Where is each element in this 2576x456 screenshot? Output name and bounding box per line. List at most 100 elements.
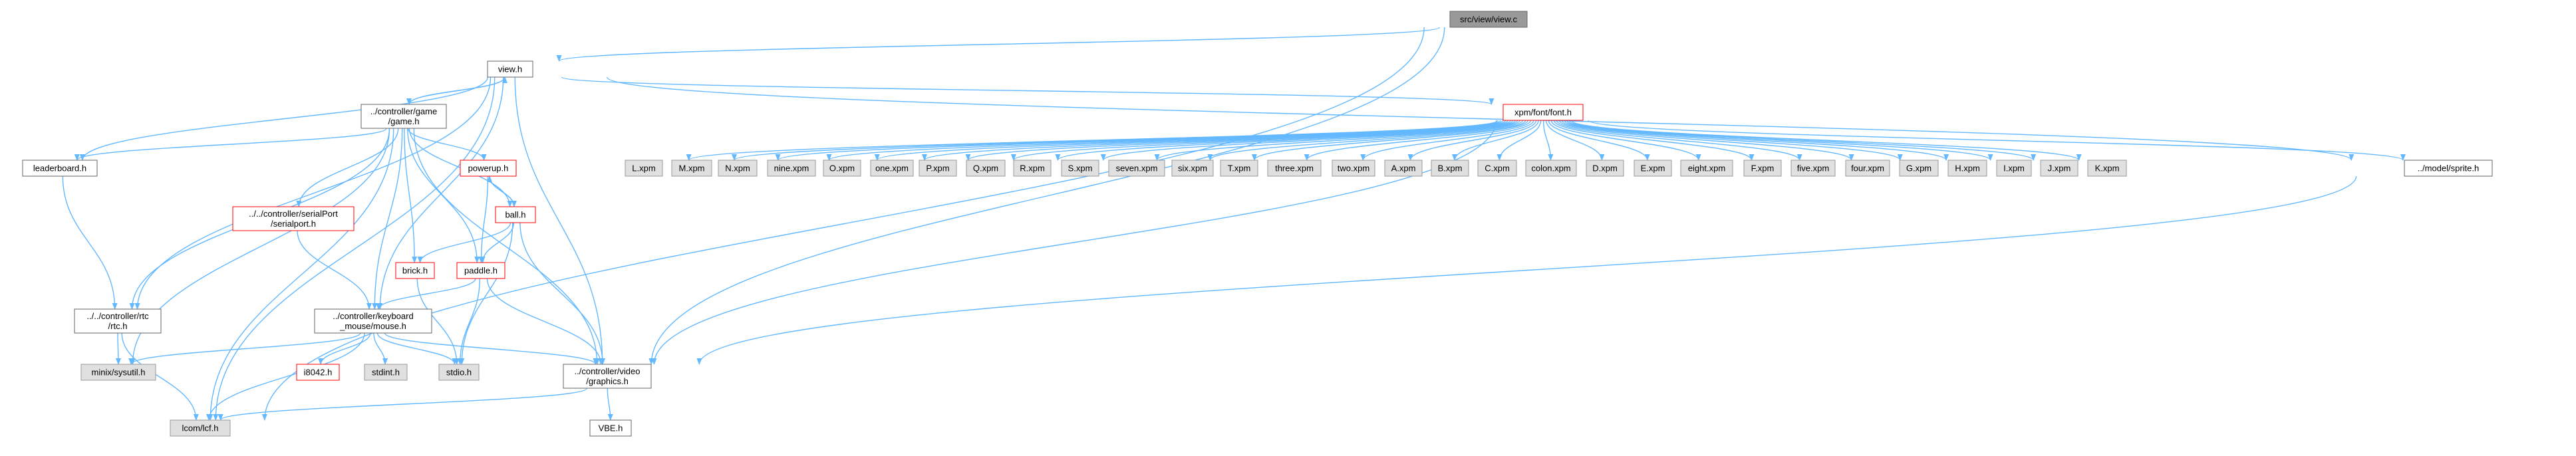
edge-line (121, 332, 199, 421)
node-I-xpm[interactable]: I.xpm (1996, 160, 2032, 177)
node-D-xpm[interactable]: D.xpm (1586, 160, 1624, 177)
node-box (1061, 160, 1099, 177)
node-box (1267, 160, 1322, 177)
node-box (2404, 160, 2493, 177)
edge-font-h-to-five-xpm (1556, 120, 1802, 161)
node-eight-xpm[interactable]: eight.xpm (1680, 160, 1733, 177)
edge-line (775, 120, 1504, 161)
node-graphics-h[interactable]: ../controller/video/graphics.h (563, 364, 652, 389)
node-five-xpm[interactable]: five.xpm (1790, 160, 1836, 177)
node-nine-xpm[interactable]: nine.xpm (767, 160, 816, 177)
edge-line (561, 76, 1494, 105)
node-serialport-h[interactable]: ../../controller/serialPort/serialport.h (232, 206, 355, 231)
node-brick-h[interactable]: brick.h (395, 262, 435, 279)
node-P-xpm[interactable]: P.xpm (919, 160, 957, 177)
node-box (2087, 160, 2127, 177)
edge-line (1588, 120, 2406, 161)
node-Q-xpm[interactable]: Q.xpm (966, 160, 1006, 177)
node-box (2040, 160, 2078, 177)
node-kbdmouse-h[interactable]: ../controller/keyboard_mouse/mouse.h (314, 308, 432, 334)
node-box (1680, 160, 1733, 177)
node-H-xpm[interactable]: H.xpm (1947, 160, 1987, 177)
edge-line (1561, 120, 1903, 161)
edge-game-h-to-brick-h (404, 128, 418, 263)
node-ball-h[interactable]: ball.h (495, 206, 536, 223)
node-G-xpm[interactable]: G.xpm (1899, 160, 1939, 177)
node-view-h[interactable]: view.h (487, 60, 533, 78)
node-powerup-h[interactable]: powerup.h (460, 160, 517, 177)
node-box (360, 104, 447, 129)
node-T-xpm[interactable]: T.xpm (1220, 160, 1258, 177)
edge-line (377, 76, 504, 310)
node-box (563, 364, 652, 389)
edge-font-h-to-D-xpm (1545, 120, 1605, 161)
edge-font-h-to-R-xpm (1055, 120, 1518, 161)
node-stdio-h[interactable]: stdio.h (438, 364, 480, 381)
edge-rtc-h-to-lcf-h (121, 332, 199, 421)
node-stdint-h[interactable]: stdint.h (364, 364, 408, 381)
node-i8042-h[interactable]: i8042.h (296, 364, 340, 381)
node-rtc-h[interactable]: ../../controller/rtc/rtc.h (74, 308, 162, 334)
node-L-xpm[interactable]: L.xpm (625, 160, 663, 177)
node-label: G.xpm (1906, 164, 1932, 173)
node-one-xpm[interactable]: one.xpm (870, 160, 914, 177)
node-colon-xpm[interactable]: colon.xpm (1525, 160, 1577, 177)
node-label: stdio.h (446, 368, 472, 378)
node-seven-xpm[interactable]: seven.xpm (1108, 160, 1165, 177)
node-label: six.xpm (1178, 164, 1207, 173)
node-leaderboard-h[interactable]: leaderboard.h (22, 160, 98, 177)
node-N-xpm[interactable]: N.xpm (718, 160, 758, 177)
node-box (625, 160, 663, 177)
node-two-xpm[interactable]: two.xpm (1332, 160, 1375, 177)
node-box (966, 160, 1006, 177)
edge-font-h-to-two-xpm (1360, 120, 1534, 161)
node-label: ../../controller/serialPort (249, 209, 338, 219)
edge-line (62, 175, 118, 310)
node-label: paddle.h (464, 266, 498, 276)
edge-line (1566, 120, 1993, 161)
node-B-xpm[interactable]: B.xpm (1431, 160, 1469, 177)
edge-kbdmouse-h-to-graphics-h (384, 332, 599, 365)
node-four-xpm[interactable]: four.xpm (1845, 160, 1890, 177)
edge-ball-h-to-stdio-h (459, 222, 513, 365)
node-root[interactable]: src/view/view.c (1449, 11, 1528, 28)
node-box (456, 262, 505, 279)
node-J-xpm[interactable]: J.xpm (2040, 160, 2078, 177)
node-box (1449, 11, 1528, 28)
edge-line (408, 128, 513, 207)
node-C-xpm[interactable]: C.xpm (1477, 160, 1517, 177)
node-K-xpm[interactable]: K.xpm (2087, 160, 2127, 177)
edge-line (1497, 120, 1542, 161)
edge-root-to-graphics-h (648, 27, 1445, 365)
edge-game-h-to-leaderboard-h (74, 128, 387, 161)
node-label: ../../controller/rtc (86, 311, 149, 321)
node-E-xpm[interactable]: E.xpm (1634, 160, 1672, 177)
node-six-xpm[interactable]: six.xpm (1171, 160, 1214, 177)
node-game-h[interactable]: ../controller/game/game.h (360, 104, 447, 129)
node-vbe-h[interactable]: VBE.h (589, 419, 632, 437)
node-box (1332, 160, 1375, 177)
node-sprite-h[interactable]: ../model/sprite.h (2404, 160, 2493, 177)
node-box (1845, 160, 1890, 177)
node-font-h[interactable]: xpm/font/font.h (1503, 104, 1584, 121)
node-lcf-h[interactable]: lcom/lcf.h (170, 419, 231, 437)
node-paddle-h[interactable]: paddle.h (456, 262, 505, 279)
node-O-xpm[interactable]: O.xpm (823, 160, 861, 177)
node-label: minix/sysutil.h (92, 368, 146, 378)
node-label: eight.xpm (1688, 164, 1725, 173)
node-M-xpm[interactable]: M.xpm (671, 160, 712, 177)
node-sysutil-h[interactable]: minix/sysutil.h (80, 364, 156, 381)
node-label: J.xpm (2048, 164, 2071, 173)
node-A-xpm[interactable]: A.xpm (1384, 160, 1423, 177)
edge-line (459, 222, 513, 365)
edge-line (519, 222, 606, 365)
node-F-xpm[interactable]: F.xpm (1743, 160, 1782, 177)
node-three-xpm[interactable]: three.xpm (1267, 160, 1322, 177)
edge-font-h-to-G-xpm (1561, 120, 1903, 161)
node-S-xpm[interactable]: S.xpm (1061, 160, 1099, 177)
node-box (438, 364, 480, 381)
edge-game-h-to-powerup-h (407, 128, 487, 161)
node-label: seven.xpm (1116, 164, 1158, 173)
node-box (1586, 160, 1624, 177)
node-R-xpm[interactable]: R.xpm (1013, 160, 1052, 177)
